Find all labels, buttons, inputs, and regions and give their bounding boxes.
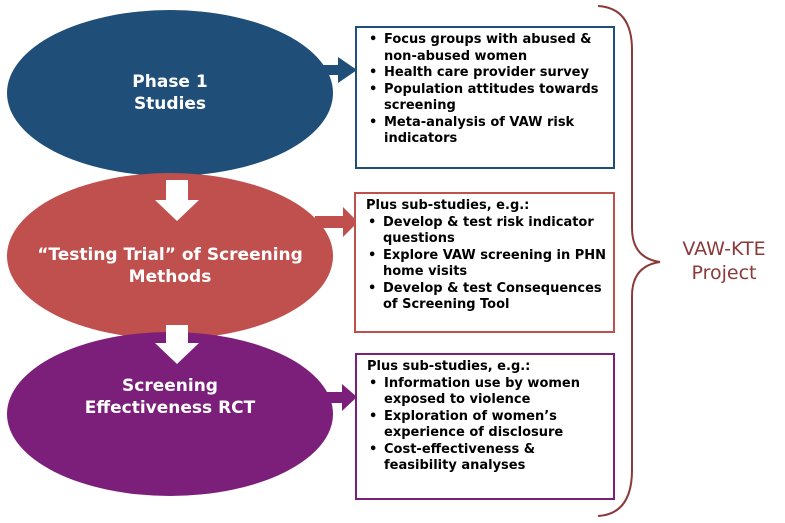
down-arrow-testing-to-screening bbox=[155, 325, 199, 364]
substudies-intro: Plus sub-studies, e.g.: bbox=[367, 359, 531, 374]
screening-rct-substudies-list: Information use by women exposed to viol… bbox=[367, 376, 607, 475]
arrow-shaft bbox=[315, 216, 345, 228]
project-label-line2: Project bbox=[691, 262, 757, 284]
arrow-shaft bbox=[300, 65, 340, 75]
screening-rct-label: Screening Effectiveness RCT bbox=[70, 375, 270, 419]
list-item: Develop & test risk indicator questions bbox=[366, 215, 607, 248]
project-brace bbox=[597, 5, 661, 517]
list-item: Information use by women exposed to viol… bbox=[367, 376, 607, 409]
arrow-head bbox=[342, 384, 357, 411]
arrow-head bbox=[338, 57, 357, 83]
list-item: Develop & test Consequences of Screening… bbox=[366, 281, 607, 314]
testing-trial-substudies-list: Develop & test risk indicator questions … bbox=[366, 215, 607, 314]
screening-rct-substudies-box: Plus sub-studies, e.g.: Information use … bbox=[355, 353, 615, 500]
phase1-studies-list: Focus groups with abused & non-abused wo… bbox=[367, 32, 607, 148]
arrow-shaft bbox=[166, 180, 188, 202]
phase1-label: Phase 1 Studies bbox=[70, 71, 270, 115]
project-label: VAW-KTE Project bbox=[670, 237, 778, 285]
list-item: Explore VAW screening in PHN home visits bbox=[366, 248, 607, 281]
list-item: Exploration of women’s experience of dis… bbox=[367, 409, 607, 442]
list-item: Cost-effectiveness & feasibility analyse… bbox=[367, 442, 607, 475]
screening-rct-label-line1: Screening bbox=[122, 376, 218, 396]
phase1-label-line2: Studies bbox=[133, 94, 207, 114]
list-item: Population attitudes towards screening bbox=[367, 82, 607, 115]
testing-trial-label: “Testing Trial” of Screening Methods bbox=[20, 244, 320, 288]
phase1-studies-box: Focus groups with abused & non-abused wo… bbox=[355, 26, 615, 169]
phase1-label-line1: Phase 1 bbox=[132, 72, 208, 92]
list-item: Meta-analysis of VAW risk indicators bbox=[367, 115, 607, 148]
arrow-shaft bbox=[166, 325, 188, 345]
list-item: Health care provider survey bbox=[367, 65, 607, 82]
right-arrow-phase1 bbox=[300, 57, 357, 83]
arrow-head bbox=[343, 207, 358, 237]
screening-rct-ellipse bbox=[7, 332, 333, 496]
down-arrow-phase1-to-testing bbox=[155, 180, 199, 221]
arrow-head bbox=[155, 343, 199, 364]
arrow-head bbox=[155, 200, 199, 221]
phase1-ellipse bbox=[7, 10, 333, 176]
project-label-line1: VAW-KTE bbox=[682, 238, 766, 260]
substudies-intro: Plus sub-studies, e.g.: bbox=[366, 198, 530, 213]
testing-trial-label-line1: “Testing Trial” of Screening bbox=[37, 245, 303, 265]
right-arrow-screening bbox=[318, 384, 357, 411]
testing-trial-substudies-box: Plus sub-studies, e.g.: Develop & test r… bbox=[354, 192, 615, 333]
list-item: Focus groups with abused & non-abused wo… bbox=[367, 32, 607, 65]
right-arrow-testing bbox=[315, 207, 358, 237]
screening-rct-label-line2: Effectiveness RCT bbox=[84, 398, 256, 418]
testing-trial-label-line2: Methods bbox=[128, 267, 212, 287]
testing-trial-ellipse bbox=[7, 173, 333, 339]
arrow-shaft bbox=[318, 392, 344, 403]
